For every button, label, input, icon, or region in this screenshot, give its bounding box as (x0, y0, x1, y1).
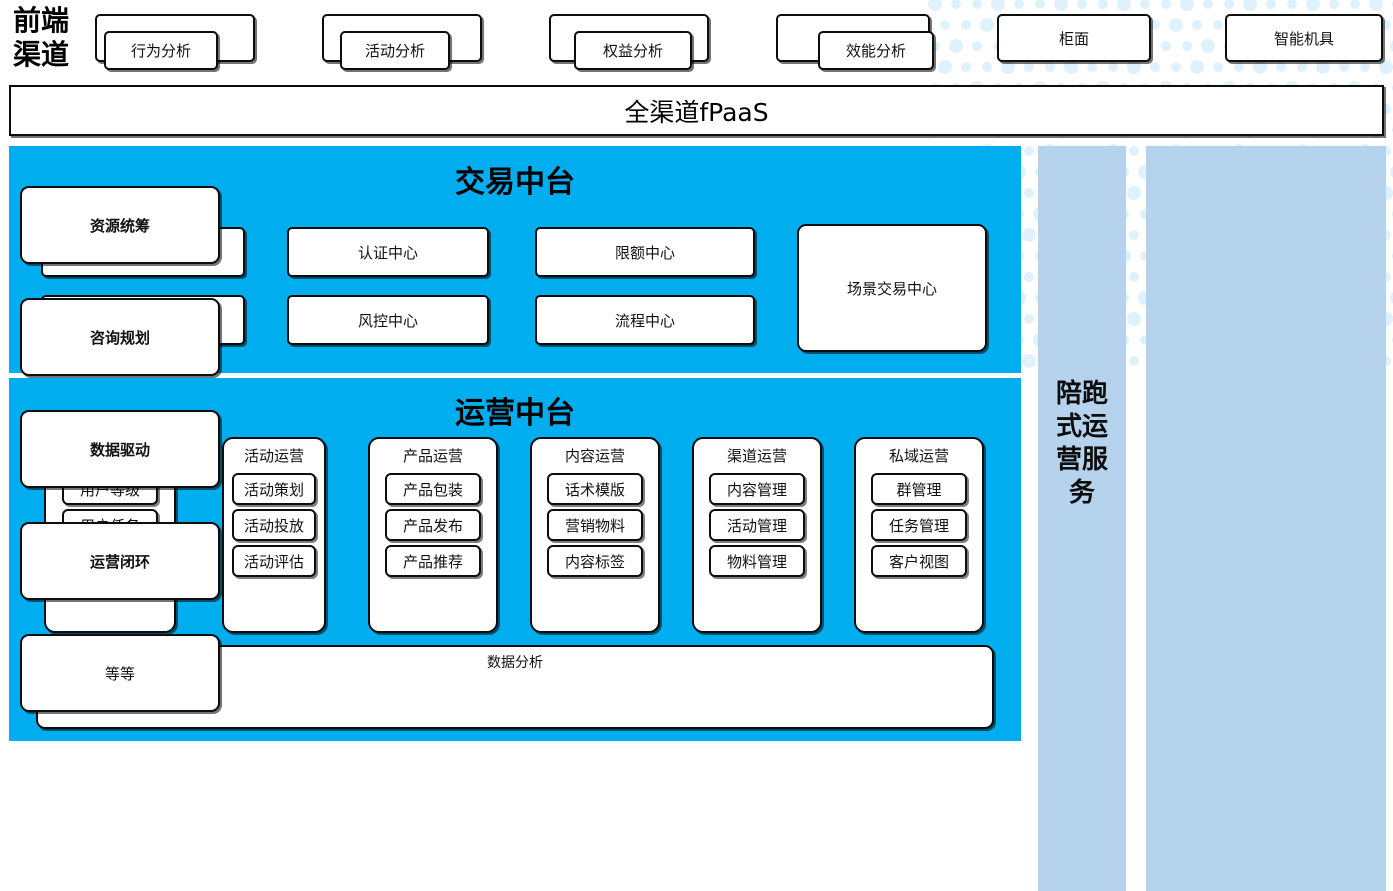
op-column-header: 产品运营 (402, 447, 463, 465)
channel-item-smart-machine[interactable]: 智能机具 (1225, 14, 1383, 62)
op-cell-content-tag[interactable]: 内容标签 (547, 545, 643, 577)
op-cell-group-management[interactable]: 群管理 (871, 473, 967, 505)
op-column-channel-operation[interactable]: 渠道运营 内容管理 活动管理 物料管理 (692, 437, 822, 633)
service-box-data-driven[interactable]: 数据驱动 (20, 410, 220, 488)
op-column-header: 活动运营 (243, 447, 304, 465)
data-analysis-performance[interactable]: 效能分析 (818, 31, 934, 70)
op-cell-material-management[interactable]: 物料管理 (709, 545, 805, 577)
op-cell-product-recommend[interactable]: 产品推荐 (385, 545, 481, 577)
op-column-product-operation[interactable]: 产品运营 产品包装 产品发布 产品推荐 (368, 437, 498, 633)
data-analysis-activity[interactable]: 活动分析 (340, 31, 450, 70)
op-cell-content-management[interactable]: 内容管理 (709, 473, 805, 505)
op-column-private-domain-operation[interactable]: 私域运营 群管理 任务管理 客户视图 (854, 437, 984, 633)
op-cell-task-management[interactable]: 任务管理 (871, 509, 967, 541)
trade-box-risk-center[interactable]: 风控中心 (287, 295, 489, 345)
trade-box-auth-center[interactable]: 认证中心 (287, 227, 489, 277)
accompany-operation-service-label: 陪跑式运营服务 (1055, 378, 1108, 508)
op-column-content-operation[interactable]: 内容运营 话术模版 营销物料 内容标签 (530, 437, 660, 633)
op-cell-product-packaging[interactable]: 产品包装 (385, 473, 481, 505)
front-end-channel-label: 前端 渠道 (4, 2, 78, 74)
op-cell-script-template[interactable]: 话术模版 (547, 473, 643, 505)
channel-label-line1: 前端 (12, 4, 69, 37)
trade-box-scenario-trade-center[interactable]: 场景交易中心 (797, 224, 987, 352)
op-cell-activity-planning[interactable]: 活动策划 (232, 473, 316, 505)
op-cell-activity-delivery[interactable]: 活动投放 (232, 509, 316, 541)
channel-item-counter[interactable]: 柜面 (997, 14, 1151, 62)
data-analysis-behavior[interactable]: 行为分析 (104, 31, 218, 70)
data-analysis-benefit[interactable]: 权益分析 (574, 31, 692, 70)
service-box-consulting-planning[interactable]: 咨询规划 (20, 298, 220, 376)
omnichannel-fpaas-bar[interactable]: 全渠道fPaaS (9, 85, 1384, 136)
op-cell-product-release[interactable]: 产品发布 (385, 509, 481, 541)
trade-center-title: 交易中台 (455, 165, 575, 200)
service-box-etc[interactable]: 等等 (20, 634, 220, 712)
service-capability-column (1146, 146, 1386, 891)
op-column-header: 私域运营 (888, 447, 949, 465)
operation-center-title: 运营中台 (455, 396, 575, 431)
data-analysis-title: 数据分析 (487, 655, 543, 671)
op-cell-marketing-assets[interactable]: 营销物料 (547, 509, 643, 541)
accompany-operation-service-column: 陪跑式运营服务 (1038, 146, 1126, 891)
service-box-resource-coordination[interactable]: 资源统筹 (20, 186, 220, 264)
service-box-operation-closed-loop[interactable]: 运营闭环 (20, 522, 220, 600)
accompany-text-wrapper: 陪跑式运营服务 (1038, 146, 1126, 741)
channel-label-line2: 渠道 (12, 38, 69, 71)
op-cell-activity-management[interactable]: 活动管理 (709, 509, 805, 541)
op-column-header: 渠道运营 (726, 447, 787, 465)
op-cell-activity-evaluation[interactable]: 活动评估 (232, 545, 316, 577)
trade-box-limit-center[interactable]: 限额中心 (535, 227, 755, 277)
op-column-activity-operation[interactable]: 活动运营 活动策划 活动投放 活动评估 (222, 437, 326, 633)
trade-box-process-center[interactable]: 流程中心 (535, 295, 755, 345)
op-cell-customer-view[interactable]: 客户视图 (871, 545, 967, 577)
op-column-header: 内容运营 (564, 447, 625, 465)
